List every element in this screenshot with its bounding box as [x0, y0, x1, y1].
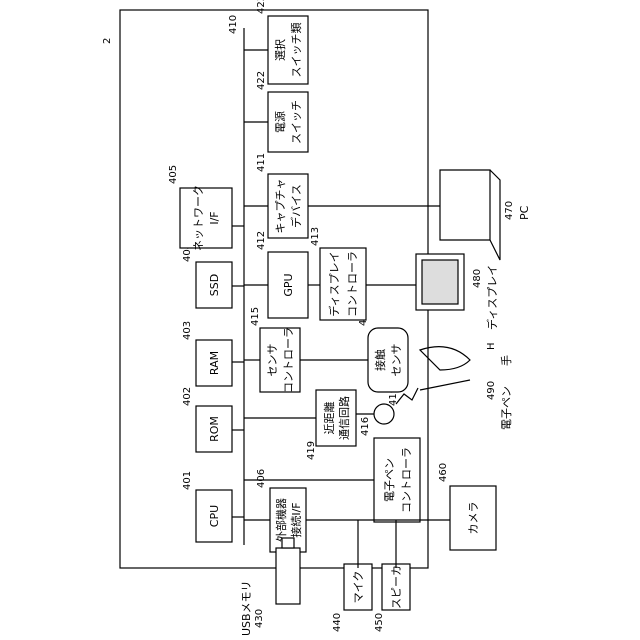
- svg-text:460: 460: [438, 463, 449, 482]
- gpu-block: GPU 412: [244, 231, 308, 318]
- svg-text:440: 440: [332, 613, 343, 632]
- svg-text:ディスプレイ: ディスプレイ: [485, 265, 499, 330]
- svg-text:423: 423: [256, 0, 267, 14]
- svg-text:電子ペン: 電子ペン: [500, 386, 513, 430]
- svg-text:USBメモリ: USBメモリ: [240, 580, 253, 636]
- svg-text:RAM: RAM: [208, 351, 221, 375]
- svg-text:接触: 接触: [373, 349, 387, 371]
- svg-text:405: 405: [168, 165, 179, 184]
- svg-text:401: 401: [182, 471, 193, 490]
- ssd-block: SSD 404: [182, 243, 232, 308]
- svg-text:デバイス: デバイス: [289, 184, 303, 228]
- svg-text:480: 480: [472, 269, 483, 288]
- svg-text:ディスプレイ: ディスプレイ: [327, 251, 341, 316]
- svg-text:キャプチャ: キャプチャ: [274, 179, 287, 234]
- svg-text:手: 手: [499, 355, 513, 366]
- svg-text:419: 419: [306, 441, 317, 460]
- svg-text:CPU: CPU: [208, 505, 221, 527]
- svg-text:GPU: GPU: [282, 273, 295, 296]
- pen-icon: 490 電子ペン: [396, 380, 513, 430]
- svg-text:通信回路: 通信回路: [338, 396, 351, 440]
- pc-icon: 470 PC: [308, 170, 531, 260]
- hand-icon: H 手: [420, 342, 513, 370]
- netif-block: ネットワーク I/F 405: [168, 165, 232, 251]
- cpu-block: CPU 401: [182, 471, 232, 542]
- svg-text:スイッチ類: スイッチ類: [290, 23, 303, 78]
- svg-text:コントローラ: コントローラ: [282, 327, 295, 393]
- selsw-block: 選択 スイッチ類 423: [244, 0, 308, 84]
- svg-text:430: 430: [254, 609, 265, 628]
- svg-text:406: 406: [256, 469, 267, 488]
- svg-text:電源: 電源: [273, 111, 287, 133]
- mic-block: マイク 440: [332, 520, 372, 632]
- svg-text:電子ペン: 電子ペン: [383, 458, 396, 502]
- speaker-block: スピーカ 450: [374, 520, 410, 632]
- svg-text:413: 413: [310, 227, 321, 246]
- camera-block: カメラ 460: [438, 463, 496, 550]
- dispctl-block: ディスプレイ コントローラ 413: [308, 227, 416, 320]
- svg-text:近距離: 近距離: [322, 402, 336, 435]
- svg-text:スピーカ: スピーカ: [390, 565, 403, 609]
- svg-text:412: 412: [256, 231, 267, 250]
- svg-text:センサ: センサ: [390, 344, 403, 377]
- svg-text:SSD: SSD: [208, 274, 221, 296]
- svg-text:416: 416: [360, 417, 371, 436]
- svg-text:カメラ: カメラ: [467, 502, 480, 535]
- svg-text:スイッチ: スイッチ: [290, 100, 303, 144]
- usb-icon: 430 USBメモリ: [240, 538, 300, 636]
- svg-text:コントローラ: コントローラ: [400, 447, 413, 513]
- svg-text:センサ: センサ: [266, 344, 279, 377]
- rom-block: ROM 402: [182, 387, 232, 452]
- svg-text:470: 470: [504, 201, 515, 220]
- svg-text:415: 415: [250, 307, 261, 326]
- capture-block: キャプチャ デバイス 411: [244, 153, 308, 238]
- sensorctl-block: センサ コントローラ 415: [244, 307, 300, 393]
- svg-text:403: 403: [182, 321, 193, 340]
- svg-text:H: H: [486, 342, 497, 350]
- svg-text:選択: 選択: [273, 39, 287, 61]
- svg-text:ROM: ROM: [208, 416, 221, 442]
- svg-text:PC: PC: [518, 205, 531, 220]
- nfc-block: 近距離 通信回路 419: [244, 390, 356, 460]
- svg-text:490: 490: [486, 381, 497, 400]
- left-connectors: [232, 226, 244, 517]
- svg-text:402: 402: [182, 387, 193, 406]
- svg-text:411: 411: [256, 153, 267, 172]
- svg-text:接続I/F: 接続I/F: [289, 502, 303, 537]
- svg-text:マイク: マイク: [352, 571, 365, 604]
- svg-text:422: 422: [256, 71, 267, 90]
- svg-text:ネットワーク: ネットワーク: [192, 185, 205, 251]
- svg-text:コントローラ: コントローラ: [346, 251, 359, 317]
- svg-text:450: 450: [374, 613, 385, 632]
- svg-text:外部機器: 外部機器: [274, 498, 288, 542]
- device-ref: 2: [102, 38, 113, 44]
- extif-block: 外部機器 接続I/F 406: [244, 469, 306, 552]
- ram-block: RAM 403: [182, 321, 232, 386]
- svg-text:I/F: I/F: [208, 211, 221, 224]
- bus-ref: 410: [228, 15, 239, 34]
